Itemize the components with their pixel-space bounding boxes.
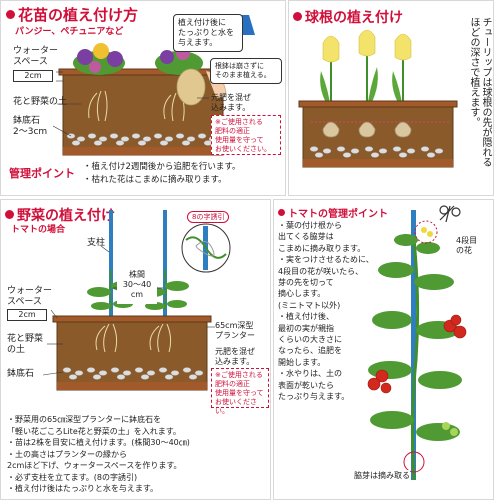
panel3-subtitle: トマトの場合: [11, 225, 66, 235]
list-item: 「軽い花ごころLite花と野菜の土」を入れます。: [7, 426, 181, 436]
fertilizer-note: 元肥を混ぜ 込みます。: [211, 93, 251, 112]
list-item: 2cmほど下げ、ウォータースペースを作ります。: [7, 461, 182, 470]
list-item: 摘心します。: [278, 289, 326, 299]
remove-suckers-label: 脇芽は摘み取る: [354, 470, 410, 481]
list-item: 芽の先を切って: [278, 278, 334, 288]
list-item: たっぷり与えます。: [278, 392, 350, 402]
list-item: くらいの大きさに: [278, 335, 342, 345]
fourth-flower-label: 4段目 の花: [456, 236, 478, 255]
bulb-depth-instruction: チューリップは球根の先が隠れるほどの深さで植えます。: [468, 17, 491, 167]
water-after-planting-callout: 植え付け後に たっぷりと水を 与えます。: [173, 14, 243, 52]
fertilizer-caution-box: ※ご使用される 肥料の適正 使用量を守って お使いください。: [211, 115, 281, 155]
rootball-callout: 根鉢は崩さずに そのまま植える。: [210, 58, 282, 84]
soil-label: 花と野菜 の土: [7, 334, 44, 355]
tomato-plant-illustration: [367, 205, 467, 481]
figure-eight-tie-label: 8の字誘引: [187, 211, 230, 223]
bullet-icon: [6, 10, 15, 19]
list-item: ・葉の付け根から: [278, 221, 342, 230]
list-item: ・苗は2株を目安に植え付けます。(株間30～40㎝): [7, 438, 190, 447]
panel1-title: 花苗の植え付け方: [6, 4, 138, 25]
water-space-cm: 2cm: [13, 70, 53, 82]
bullet-icon: [5, 210, 14, 219]
list-item: 最初の実が親指: [278, 323, 334, 333]
list-item: ・必ず支柱を立てます。(8の字誘引): [7, 472, 138, 482]
stone-label: 鉢底石 2～3cm: [13, 116, 48, 137]
list-item: 開始します。: [278, 357, 326, 367]
management-points-list: ・植え付け2週間後から追肥を行います。 ・枯れた花はこまめに摘み取ります。: [83, 161, 241, 187]
fertilizer-note: 元肥を混ぜ 込みます。: [215, 347, 255, 366]
panel-vegetable-planting: 野菜の植え付け トマトの場合: [0, 199, 271, 500]
tomato-planter-illustration: [42, 210, 231, 391]
list-item: ・実をつけさせるために、: [278, 255, 374, 265]
panel4-title: トマトの管理ポイント: [278, 205, 388, 220]
flower-planter-illustration: [52, 15, 255, 156]
panel2-title: 球根の植え付け: [293, 7, 403, 27]
list-item: なったら、追肥を: [278, 346, 342, 356]
bullet-icon: [293, 12, 302, 21]
list-item: こまめに摘み取ります。: [278, 243, 366, 253]
fertilizer-caution-box: ※ご使用される 肥料の適正 使用量を守って お使いください。: [211, 368, 269, 415]
planter-label: 65cm深型 プランター: [215, 321, 255, 340]
panel-tomato-management: トマトの管理ポイント: [273, 199, 494, 500]
list-item: ・水やりは、土の: [278, 369, 342, 379]
management-points-title: 管理ポイント: [9, 167, 75, 180]
list-item: ・植え付け2週間後から追肥を行います。: [83, 162, 241, 172]
vegetable-instructions-list: ・野菜用の65㎝深型プランターに鉢底石を 「軽い花ごころLite花と野菜の土」を…: [7, 414, 190, 495]
list-item: ・土の高さはプランターの縁から: [7, 449, 127, 459]
list-item: 表面が乾いたら: [278, 380, 334, 390]
stone-label: 鉢底石: [7, 369, 35, 379]
list-item: ・野菜用の65㎝深型プランターに鉢底石を: [7, 415, 162, 424]
list-item: (ミニトマト以外): [278, 300, 341, 310]
soil-label: 花と野菜の土: [13, 97, 68, 107]
list-item: 4段目の花が咲いたら、: [278, 266, 364, 276]
water-space-label: ウォーター スペース: [7, 286, 53, 307]
plant-spacing-label: 株間 30～40 cm: [117, 270, 157, 304]
bulb-planter-illustration: [298, 29, 458, 168]
pole-label: 支柱: [87, 238, 106, 248]
tomato-management-list: ・葉の付け根から 出てくる脇芽は こまめに摘み取ります。 ・実をつけさせるために…: [278, 220, 374, 403]
water-space-label: ウォーター スペース: [13, 46, 59, 67]
water-space-cm: 2cm: [7, 309, 47, 321]
panel1-subtitle: パンジー、ペチュニアなど: [15, 27, 124, 37]
panel-flower-planting: 花苗の植え付け方 パンジー、ペチュニアなど: [0, 0, 286, 196]
panel-bulb-planting: 球根の植え付け: [288, 0, 494, 196]
panel3-title: 野菜の植え付け: [5, 205, 115, 225]
list-item: ・植え付け後はたっぷりと水を与えます。: [7, 484, 159, 493]
list-item: ・枯れた花はこまめに摘み取ります。: [83, 175, 227, 185]
list-item: ・植え付け後、: [278, 312, 334, 322]
bullet-icon: [278, 209, 285, 216]
list-item: 出てくる脇芽は: [278, 232, 334, 242]
